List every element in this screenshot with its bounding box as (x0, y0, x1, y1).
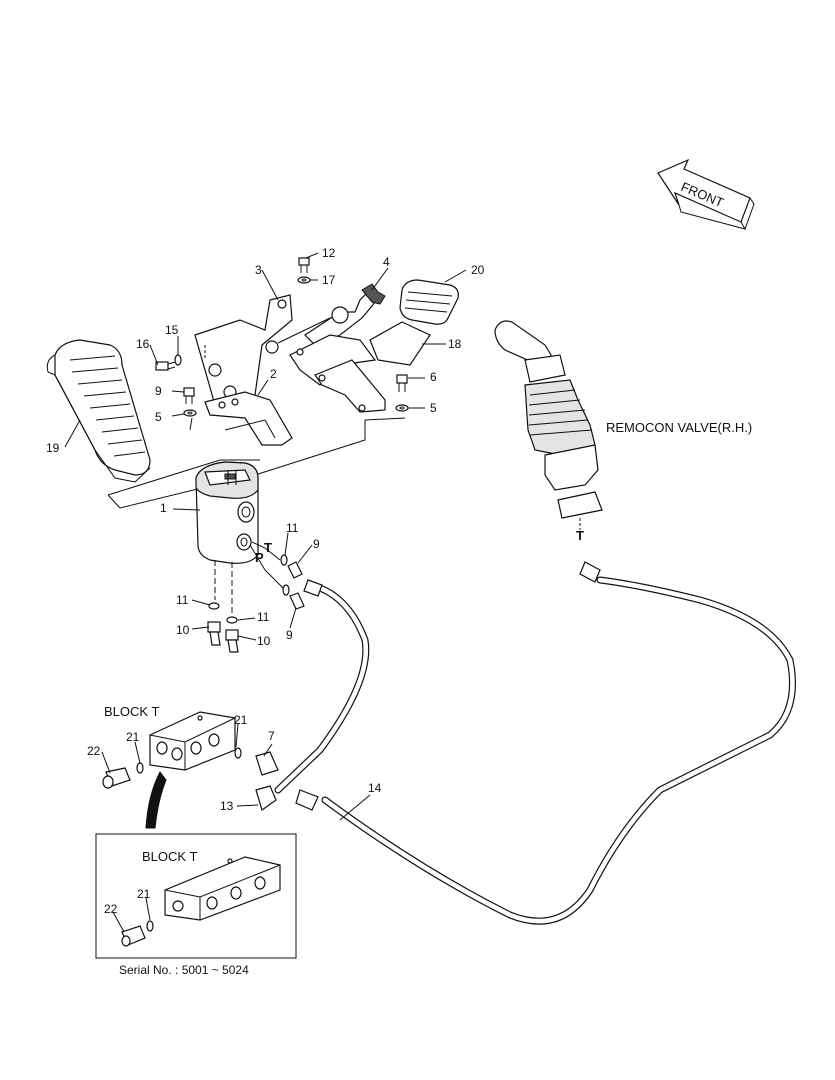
callout-4: 4 (383, 255, 390, 269)
remocon-valve (494, 320, 603, 530)
bracket-3 (194, 294, 293, 406)
valve-bottom-fittings (207, 560, 239, 653)
lever-2 (204, 391, 293, 446)
bolt-16 (155, 361, 176, 371)
callout-21-main-left: 21 (126, 730, 140, 744)
callout-11-top: 11 (286, 521, 299, 535)
leader-lines (64, 252, 467, 933)
port-p-label: P (255, 550, 264, 565)
hose-14 (321, 576, 796, 925)
callout-11-left: 11 (176, 593, 189, 607)
pad-18 (369, 321, 431, 366)
callout-12: 12 (322, 246, 336, 260)
pedal-19 (46, 339, 151, 483)
callout-1: 1 (160, 501, 167, 515)
remocon-label: REMOCON VALVE(R.H.) (606, 420, 752, 435)
callout-22-main: 22 (87, 744, 101, 758)
pedal-20 (399, 279, 459, 325)
block-t-inset-label: BLOCK T (142, 849, 197, 864)
text-labels: REMOCON VALVE(R.H.) BLOCK T BLOCK T Seri… (104, 420, 752, 977)
callout-10-right: 10 (257, 634, 271, 648)
pilot-valve-1 (195, 461, 259, 564)
bracket-18 (289, 334, 386, 413)
hoses (274, 561, 796, 925)
block-t-main-label: BLOCK T (104, 704, 159, 719)
block-t-main (102, 711, 279, 811)
washer-5-right (395, 404, 409, 412)
callout-8: 7 (268, 729, 275, 743)
callout-22-inset: 22 (104, 902, 118, 916)
callout-9-bottom: 9 (286, 628, 293, 642)
callout-21-inset: 21 (137, 887, 151, 901)
callout-numbers: 12 17 3 4 20 18 15 16 9 5 2 6 5 19 1 11 … (46, 246, 485, 916)
callout-14: 14 (368, 781, 382, 795)
callout-7: 9 (155, 384, 162, 398)
callout-18: 18 (448, 337, 462, 351)
callout-6: 6 (430, 370, 437, 384)
callout-11-right: 11 (257, 610, 270, 624)
valve-port-t-label: T (576, 528, 584, 543)
inset-box (95, 833, 297, 959)
callout-21-main-right: 21 (234, 713, 248, 727)
bolt-12 (298, 257, 310, 273)
front-arrow: FRONT (657, 158, 755, 231)
callout-15: 15 (165, 323, 179, 337)
callout-13: 13 (220, 799, 234, 813)
callout-19: 19 (46, 441, 60, 455)
valve-knob-4 (265, 283, 386, 354)
callout-17: 17 (322, 273, 336, 287)
callout-5-right: 5 (430, 401, 437, 415)
callout-10-left: 10 (176, 623, 190, 637)
bolt-7 (183, 387, 195, 404)
inset-pointer-arrow (145, 771, 167, 829)
port-t-label: T (264, 540, 272, 555)
washer-15 (174, 354, 182, 366)
callout-3: 3 (255, 263, 262, 277)
callout-9-top: 9 (313, 537, 320, 551)
washer-5-left (183, 409, 197, 417)
pedal-19-ribs (69, 355, 146, 457)
washer-17 (297, 276, 311, 284)
bolt-6 (396, 374, 408, 392)
callout-2: 2 (270, 367, 277, 381)
callout-16: 16 (136, 337, 150, 351)
callout-20: 20 (471, 263, 485, 277)
valve-side-fittings (249, 541, 305, 610)
serial-label: Serial No. : 5001 ~ 5024 (119, 963, 249, 977)
callout-5-left: 5 (155, 410, 162, 424)
